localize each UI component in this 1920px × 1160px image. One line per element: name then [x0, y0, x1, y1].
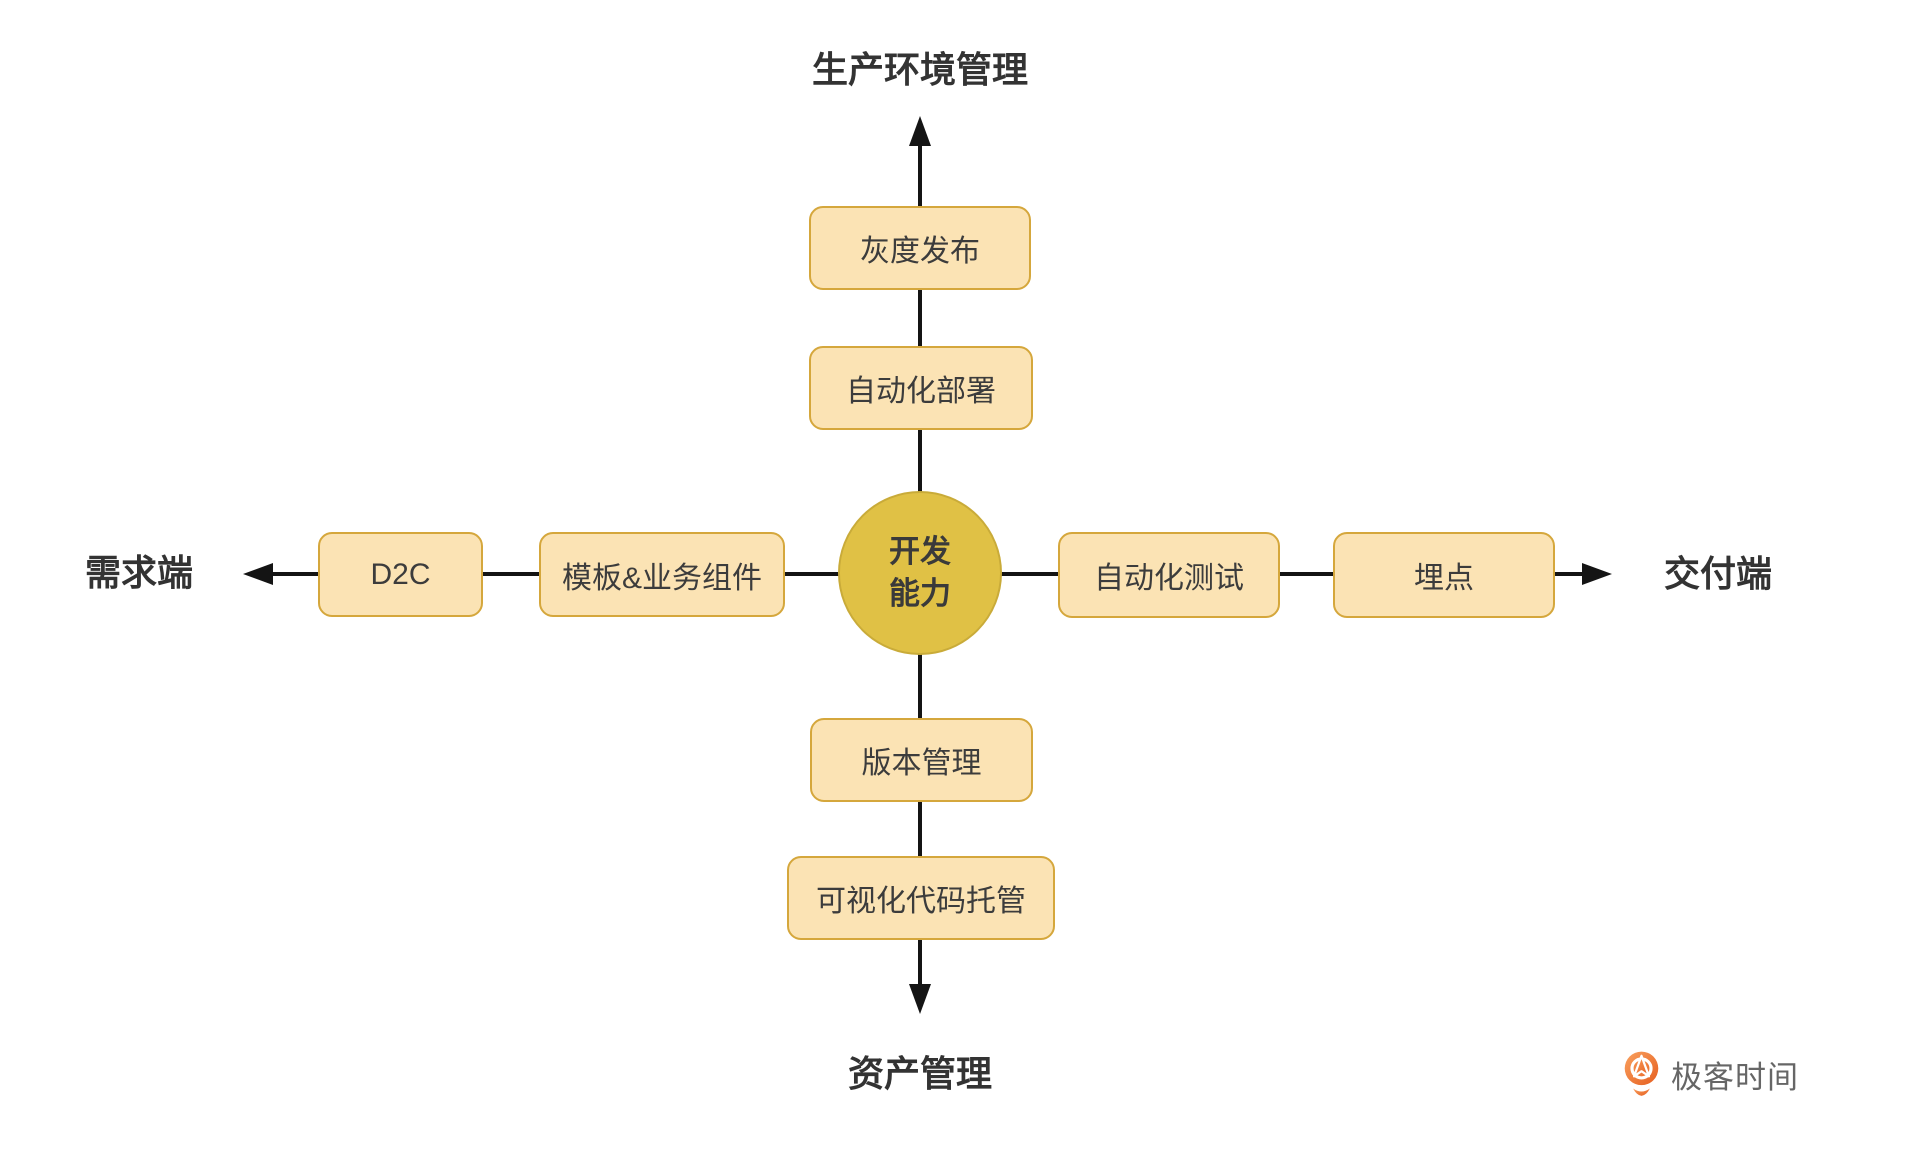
node-label: 版本管理 — [861, 747, 982, 780]
right-arrowhead-icon — [1582, 563, 1612, 585]
node-template-business-components: 模板&业务组件 — [539, 532, 785, 617]
node-label: 自动化测试 — [1094, 562, 1244, 595]
axis-label-demand-side: 需求端 — [84, 552, 194, 593]
node-automated-testing: 自动化测试 — [1058, 532, 1280, 618]
down-arrowhead-icon — [909, 984, 931, 1014]
node-label: 埋点 — [1414, 562, 1474, 595]
node-d2c: D2C — [318, 532, 483, 617]
center-node-dev-capability: 开发 能力 — [838, 491, 1002, 655]
axis-label-delivery-side: 交付端 — [1663, 553, 1773, 594]
left-arrowhead-icon — [243, 563, 273, 585]
geektime-logo-icon — [1624, 1051, 1659, 1096]
node-version-management: 版本管理 — [810, 718, 1033, 802]
node-tracking-points: 埋点 — [1333, 532, 1555, 618]
node-label: 灰度发布 — [860, 235, 980, 268]
node-label: 模板&业务组件 — [561, 561, 762, 595]
center-node-label-line2: 能力 — [889, 576, 951, 611]
node-label: D2C — [370, 557, 431, 591]
node-label: 自动化部署 — [846, 375, 996, 408]
center-node-label-line1: 开发 — [889, 534, 951, 570]
axis-label-asset-management: 资产管理 — [847, 1053, 993, 1094]
node-gray-release: 灰度发布 — [809, 206, 1031, 290]
up-arrowhead-icon — [909, 116, 931, 146]
node-label: 可视化代码托管 — [816, 885, 1026, 918]
node-automated-deployment: 自动化部署 — [809, 346, 1033, 430]
node-visual-code-hosting: 可视化代码托管 — [787, 856, 1055, 940]
geektime-logo-text: 极客时间 — [1671, 1059, 1799, 1095]
axis-label-production-env: 生产环境管理 — [811, 49, 1029, 90]
geektime-logo: 极客时间 — [1621, 1049, 1799, 1099]
